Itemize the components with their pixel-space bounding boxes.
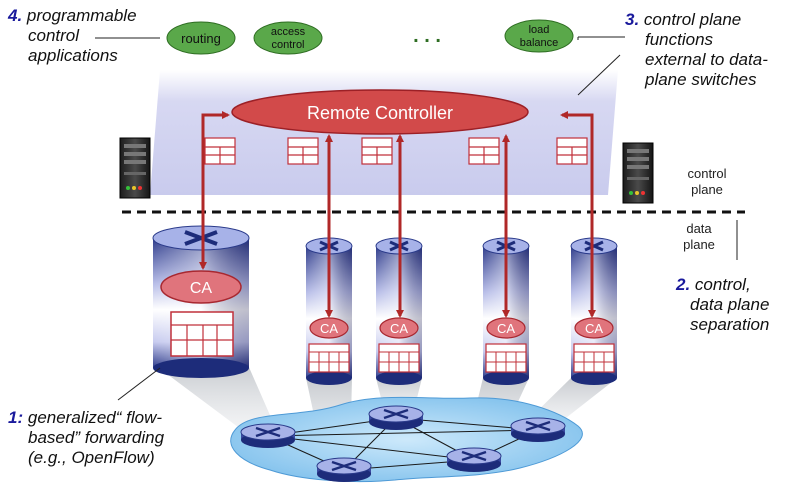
controller-label: Remote Controller (307, 103, 453, 123)
label-3-line2: functions (645, 30, 714, 49)
app-load-label-2: balance (520, 37, 559, 49)
label-control-plane: control plane (672, 166, 742, 198)
data-plane-line1: data (686, 221, 712, 236)
label-3-line3: external to data- (645, 50, 768, 69)
label-4-line1: programmable (26, 6, 137, 25)
control-plane-line2: plane (691, 182, 723, 197)
app-ellipsis: . . . (413, 25, 441, 47)
label-4-line2: control (28, 26, 80, 45)
label-1-line2: based” forwarding (28, 428, 165, 447)
label-2-line3: separation (690, 315, 770, 334)
label-2-line2: data plane (690, 295, 770, 314)
ca-label-1: CA (320, 321, 338, 336)
remote-controller (231, 89, 529, 135)
ca-ellipse (574, 317, 614, 339)
app-routing (166, 21, 236, 55)
label-4-number: 4. (8, 6, 23, 25)
label-programmable-apps: 4. programmable control applications (8, 6, 168, 66)
ca-ellipse (486, 317, 526, 339)
network-routers (240, 405, 566, 482)
label-separation: 2. control, data plane separation (676, 275, 794, 335)
ca-label-3: CA (497, 321, 515, 336)
label-2-number: 2. (676, 275, 691, 294)
data-plane-line2: plane (683, 237, 715, 252)
app-load-balance (504, 19, 574, 53)
leader-lines (95, 36, 738, 401)
app-routing-label: routing (181, 31, 221, 46)
app-load-label-1: load (529, 24, 550, 36)
label-control-external: 3. control plane functions external to d… (625, 10, 795, 90)
network-router (368, 405, 424, 430)
label-data-plane: data plane (664, 221, 734, 253)
label-3-line4: plane switches (645, 70, 757, 89)
ca-agents (160, 270, 614, 339)
label-2-line1: control, (694, 275, 751, 294)
app-access-label-2: control (271, 39, 304, 51)
label-4-line3: applications (28, 46, 118, 65)
network-router (446, 447, 502, 472)
ca-ellipse (160, 270, 242, 304)
ca-label-2: CA (390, 321, 408, 336)
label-3-number: 3. (625, 10, 640, 29)
label-generalized-forwarding: 1: generalized“ flow- based” forwarding … (8, 408, 218, 468)
control-arrows (199, 111, 596, 318)
label-1-line1: generalized“ flow- (27, 408, 163, 427)
network-router (240, 423, 296, 448)
server-left (119, 137, 151, 199)
server-right (622, 142, 654, 204)
label-3-line1: control plane (643, 10, 742, 29)
network-router (510, 417, 566, 442)
control-apps (166, 19, 574, 55)
ca-label-4: CA (585, 321, 603, 336)
switch-small-4 (570, 237, 618, 385)
app-access-label-1: access (271, 26, 306, 38)
ca-ellipse (379, 317, 419, 339)
network-router (316, 457, 372, 482)
control-plane-line1: control (687, 166, 727, 181)
label-1-line3: (e.g., OpenFlow) (28, 448, 155, 467)
label-1-number: 1: (8, 408, 24, 427)
app-access-control (253, 21, 323, 55)
ca-label-large: CA (190, 280, 213, 297)
ca-ellipse (309, 317, 349, 339)
